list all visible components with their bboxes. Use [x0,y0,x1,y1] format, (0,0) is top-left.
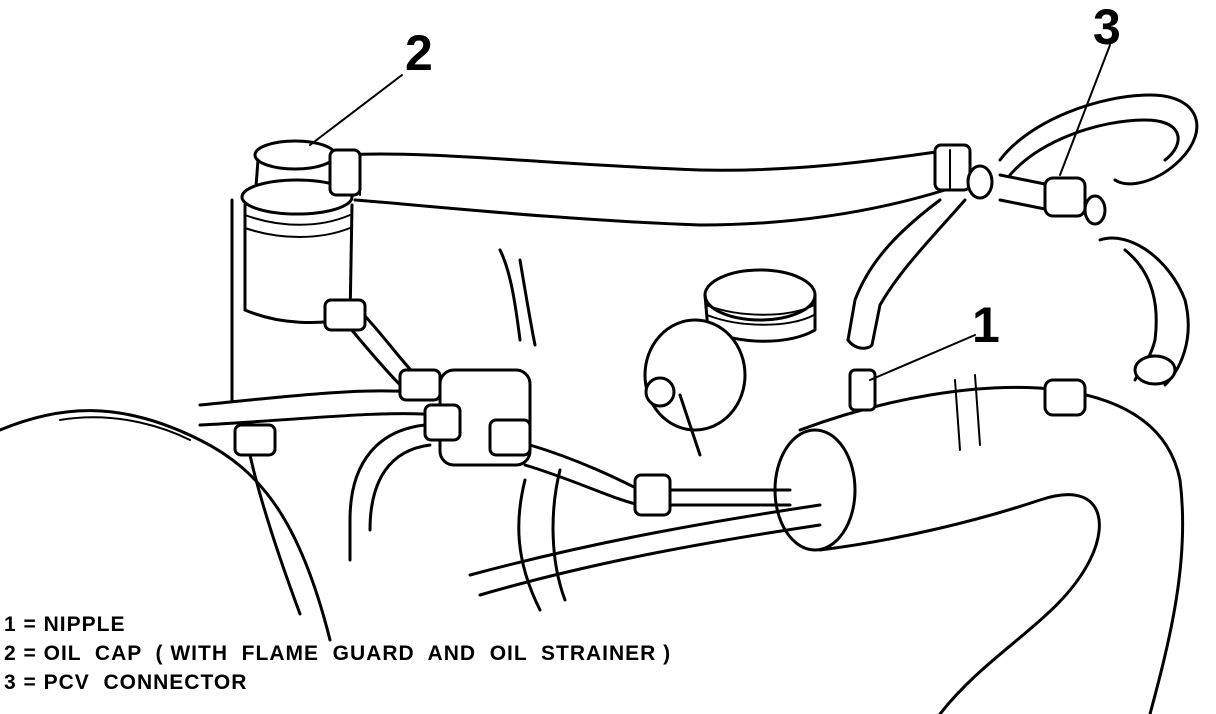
nipple-hose [846,198,967,350]
callout-3: 3 [1093,0,1121,55]
valve-lines [198,248,822,616]
vacuum-canister [643,318,747,457]
callout-2: 2 [405,25,433,81]
legend-item-pcv-connector: 3 = PCV CONNECTOR [4,671,248,694]
legend-item-nipple: 1 = NIPPLE [4,613,126,636]
pcv-connector [966,93,1199,387]
legend-item-oil-cap: 2 = OIL CAP ( WITH FLAME GUARD AND OIL S… [4,642,672,665]
legend: 1 = NIPPLE 2 = OIL CAP ( WITH FLAME GUAR… [4,610,671,697]
fender-edge [59,416,191,441]
leader-line-2 [309,74,403,146]
oil-cap [230,139,354,402]
leader-line-1 [869,334,976,381]
upper-hose [328,143,972,227]
fender-outline [0,409,332,642]
leader-line-3 [1059,44,1111,176]
callout-1: 1 [972,297,1000,353]
air-duct [773,368,1185,714]
